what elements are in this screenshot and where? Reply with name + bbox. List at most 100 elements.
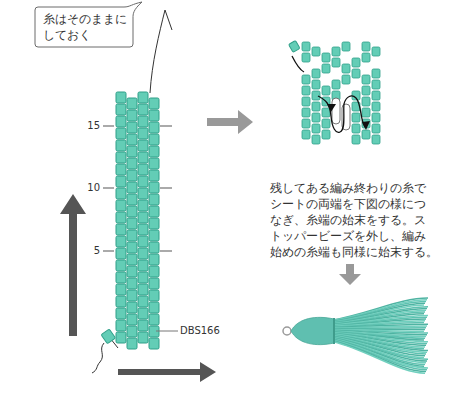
bead: [116, 116, 126, 127]
bead: [149, 170, 159, 181]
row-number: 10: [78, 181, 100, 194]
bead: [138, 308, 148, 319]
bead: [149, 146, 159, 157]
bead: [322, 108, 330, 117]
bead: [116, 212, 126, 223]
bead: [372, 102, 380, 111]
bead-gap: [332, 98, 340, 124]
bead: [116, 260, 126, 271]
bead: [302, 130, 310, 139]
bead: [138, 248, 148, 259]
bead: [302, 108, 310, 117]
bead: [127, 290, 137, 301]
bead: [116, 164, 126, 175]
bead: [149, 158, 159, 169]
bead: [138, 176, 148, 187]
callout-text: 糸はそのままに しておく: [34, 6, 134, 43]
bead: [302, 119, 310, 128]
bead: [149, 290, 159, 301]
bead: [322, 119, 330, 128]
bead: [362, 75, 370, 84]
bead: [322, 53, 330, 62]
bead: [362, 130, 370, 139]
bead: [312, 47, 320, 56]
bead: [138, 332, 148, 343]
bead: [332, 58, 340, 67]
row-number: 15: [78, 119, 100, 132]
bead: [342, 42, 350, 51]
tassel-strand: [333, 324, 428, 327]
thread-start: [92, 338, 118, 373]
bead: [138, 272, 148, 283]
bead: [149, 134, 159, 145]
bead: [138, 104, 148, 115]
bead: [138, 152, 148, 163]
bead: [342, 75, 350, 84]
bead: [332, 80, 340, 89]
bead: [322, 64, 330, 73]
peyote-strip: [116, 92, 159, 349]
tassel-photo: [283, 298, 428, 373]
bead: [149, 110, 159, 121]
joining-diagram: [302, 42, 380, 144]
row-tick: [160, 250, 172, 252]
bead: [372, 47, 380, 56]
bead: [372, 135, 380, 144]
stopper-bead: [101, 329, 116, 344]
bead: [322, 86, 330, 95]
bead: [127, 134, 137, 145]
bead: [138, 164, 148, 175]
bead: [116, 308, 126, 319]
bead: [372, 124, 380, 133]
bead: [352, 124, 360, 133]
bead: [312, 80, 320, 89]
bead: [149, 338, 159, 349]
tassel-strand: [333, 326, 427, 328]
bead: [116, 152, 126, 163]
bead: [332, 47, 340, 56]
bead: [127, 302, 137, 313]
row-number: 5: [78, 244, 100, 257]
bead: [116, 224, 126, 235]
thread-arrowhead: [362, 121, 370, 130]
bead: [127, 326, 137, 337]
bead: [127, 98, 137, 109]
bead: [138, 92, 148, 103]
bead: [352, 69, 360, 78]
bead: [342, 64, 350, 73]
leader-line: [156, 331, 178, 332]
tassel-band: [333, 318, 335, 344]
bead: [127, 110, 137, 121]
direction-arrow: [118, 362, 216, 382]
bead: [302, 86, 310, 95]
thread-arrowhead: [327, 104, 336, 112]
bead: [116, 128, 126, 139]
bead: [312, 91, 320, 100]
bead: [127, 338, 137, 349]
bead: [127, 206, 137, 217]
step-arrow: [339, 264, 361, 285]
bead: [149, 254, 159, 265]
bead: [138, 140, 148, 151]
bead-code: DBS166: [180, 324, 240, 337]
bead: [362, 53, 370, 62]
bead: [362, 86, 370, 95]
bead: [372, 113, 380, 122]
bead: [116, 332, 126, 343]
bead: [312, 113, 320, 122]
row-tick: [160, 125, 172, 127]
bead: [127, 230, 137, 241]
bead: [116, 104, 126, 115]
direction-arrow: [60, 194, 86, 336]
tassel-head: [291, 317, 334, 344]
bead: [138, 128, 148, 139]
bead: [362, 108, 370, 117]
bead: [116, 140, 126, 151]
bead: [116, 176, 126, 187]
callout-shape: [35, 2, 142, 47]
bead: [149, 218, 159, 229]
bead: [362, 97, 370, 106]
step-arrow: [207, 110, 253, 134]
bead: [149, 122, 159, 133]
